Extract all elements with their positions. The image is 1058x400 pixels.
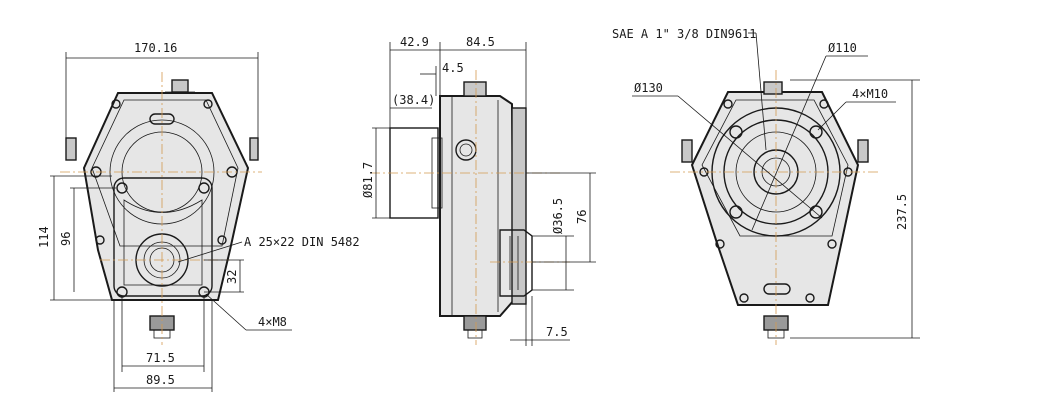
dim-side-height: 76 (575, 210, 589, 224)
dim-front-height-b: 96 (59, 232, 73, 246)
front-left-boss (65, 137, 77, 161)
front-top-plug (171, 79, 189, 93)
front-housing (82, 92, 250, 301)
side-view: 42.9 84.5 4.5 (38.4) Ø81.7 Ø36.5 76 7.5 (361, 35, 596, 346)
dim-rear-d130: Ø130 (634, 81, 663, 95)
label-front-holes: 4×M8 (258, 315, 287, 329)
dim-side-diameter: Ø81.7 (361, 162, 375, 198)
side-top-plug (463, 81, 487, 97)
dim-side-step: 4.5 (442, 61, 464, 75)
dim-front-offset: 32 (225, 270, 239, 284)
dim-rear-d110: Ø110 (828, 41, 857, 55)
label-rear-spec: SAE A 1" 3/8 DIN9611 (612, 27, 757, 41)
rear-bolt-hole-tr (809, 125, 823, 139)
front-bolt-hole-tr (198, 182, 210, 194)
dim-front-height-a: 114 (37, 226, 51, 248)
front-view: 170.16 114 96 32 A 25×22 DIN 5482 4×M8 7… (37, 41, 360, 392)
dim-side-small-diameter: Ø36.5 (551, 198, 565, 234)
front-bolt-hole-tl (116, 182, 128, 194)
rear-bolt-hole-bl (729, 205, 743, 219)
rear-housing (690, 91, 860, 306)
dim-front-width: 170.16 (134, 41, 177, 55)
dim-side-offset: 42.9 (400, 35, 429, 49)
label-shaft-spec: A 25×22 DIN 5482 (244, 235, 360, 249)
rear-bolt-hole-tl (729, 125, 743, 139)
dim-side-bottom: 7.5 (546, 325, 568, 339)
front-right-boss (249, 137, 259, 161)
side-housing (439, 95, 516, 317)
dim-side-depth: 84.5 (466, 35, 495, 49)
front-flange (113, 177, 213, 297)
dim-bottom-width-b: 89.5 (146, 373, 175, 387)
dim-side-ref: (38.4) (392, 93, 435, 107)
side-rear-flange (511, 107, 527, 305)
label-rear-holes: 4×M10 (852, 87, 888, 101)
dim-rear-height: 237.5 (895, 194, 909, 230)
rear-bolt-hole-br (809, 205, 823, 219)
dim-bottom-width-a: 71.5 (146, 351, 175, 365)
rear-view: SAE A 1" 3/8 DIN9611 Ø110 Ø130 4×M10 237… (612, 27, 920, 345)
